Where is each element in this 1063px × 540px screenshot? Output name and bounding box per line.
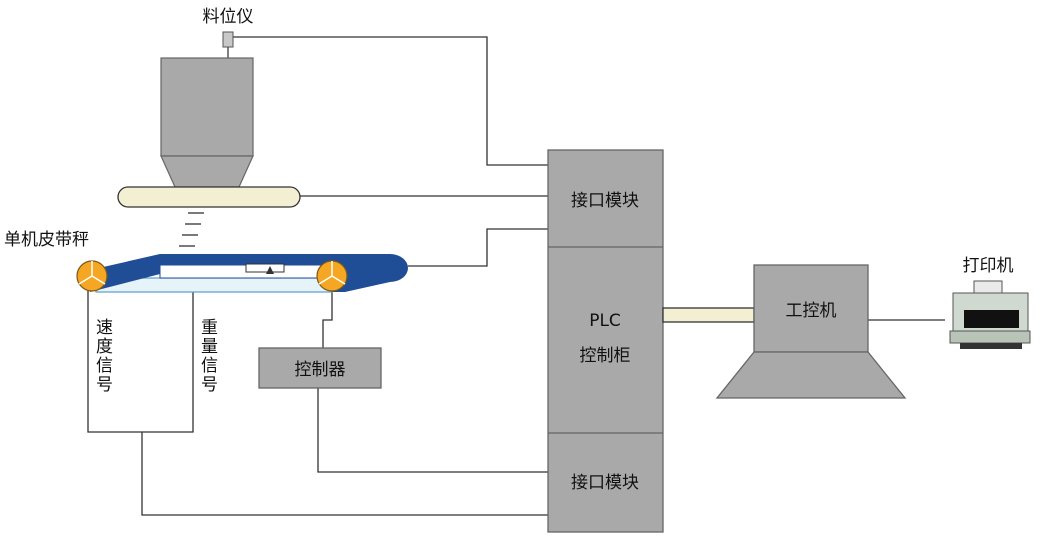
industrial-pc [715,264,907,399]
plc-label: PLC [589,311,621,331]
roller-icon [76,260,108,292]
plc-cabinet-label: 控制柜 [580,346,631,366]
wire-speed-signal [87,290,194,433]
wire-controller-to-roller [322,292,333,348]
industrial-pc-label: 工控机 [786,301,837,321]
falling-material [179,212,204,247]
level-gauge-label: 料位仪 [203,7,254,27]
belt-conveyor [90,254,408,293]
printer-label: 打印机 [963,256,1014,276]
weight-signal-label: 重量信号 [197,318,218,394]
load-cell [245,263,285,273]
wire-level-gauge-to-interface [232,36,548,166]
controller-label: 控制器 [295,360,346,380]
wire-controller-to-bottom-interface [317,388,548,473]
plc-cabinet [547,149,664,533]
interface-module-bottom-label: 接口模块 [571,473,639,493]
belt-scale-label: 单机皮带秤 [4,230,89,250]
wire-belt-to-interface [408,228,548,267]
controller-box [258,347,382,389]
wire-speed-weight-to-bottom-interface [141,432,548,516]
roller-icon [316,260,348,292]
weight-signal-arrow [266,266,274,274]
interface-module-top-label: 接口模块 [571,191,639,211]
printer-icon [949,280,1031,349]
hopper-icon [160,31,254,188]
plc-pc-link [662,307,755,323]
feeder-pipe [117,186,301,208]
level-sensor-icon [222,31,234,48]
speed-signal-label: 速度信号 [92,318,113,394]
